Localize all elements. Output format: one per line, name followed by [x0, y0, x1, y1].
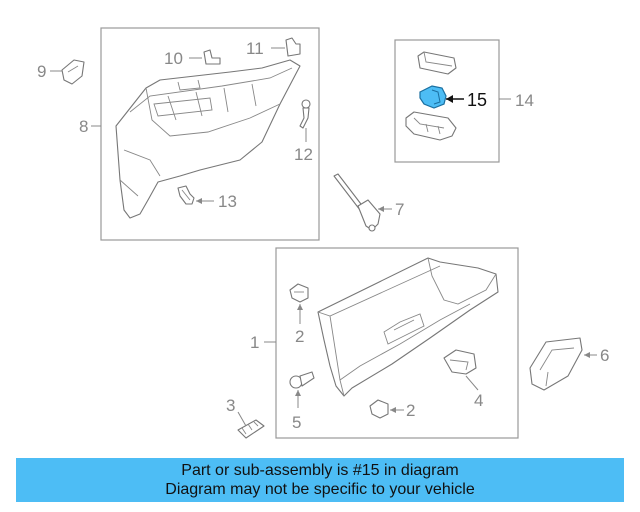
callout-3: 3 — [226, 396, 235, 415]
part-15-highlighted — [419, 85, 447, 109]
parts-diagram: 8 9 10 11 12 13 7 — [37, 27, 609, 439]
group-box-8 — [100, 27, 320, 241]
callout-10: 10 — [164, 49, 183, 68]
callout-11: 11 — [246, 39, 264, 58]
callout-7: 7 — [395, 200, 404, 219]
callout-8: 8 — [79, 117, 88, 136]
part-14-lock-cover — [417, 51, 457, 75]
callout-5: 5 — [292, 413, 301, 432]
callout-13: 13 — [218, 192, 237, 211]
part-12-hinge-pin — [299, 99, 311, 129]
part-1-glove-box-bin — [317, 257, 499, 397]
callout-12: 12 — [294, 145, 313, 164]
part-3-bolt — [237, 419, 265, 439]
part-5-bumper — [289, 371, 315, 389]
caption-banner: Part or sub-assembly is #15 in diagram D… — [16, 458, 624, 502]
group-box-1 — [275, 247, 519, 439]
part-7-damper-rod — [333, 173, 381, 232]
part-10-bracket — [203, 49, 221, 65]
group-box-14 — [394, 39, 500, 163]
part-4-latch — [443, 349, 477, 375]
part-2-clip-upper — [289, 283, 309, 303]
callout-1: 1 — [250, 333, 259, 352]
part-13-bolt — [177, 185, 195, 205]
part-9-clip — [61, 59, 85, 85]
callout-9: 9 — [37, 62, 46, 81]
caption-line-2: Diagram may not be specific to your vehi… — [165, 481, 475, 498]
callout-6: 6 — [600, 346, 609, 365]
caption-line-1: Part or sub-assembly is #15 in diagram — [181, 462, 459, 479]
callout-14: 14 — [515, 91, 534, 110]
callout-2b: 2 — [406, 401, 415, 420]
callout-4: 4 — [474, 391, 483, 410]
part-6-trim-pocket — [529, 337, 583, 391]
callout-15: 15 — [467, 90, 487, 110]
part-11-bracket — [285, 37, 301, 57]
part-2-clip-lower — [369, 399, 389, 419]
part-14-lock-striker — [405, 111, 457, 141]
part-8-glove-box-frame — [115, 59, 301, 219]
callout-2a: 2 — [295, 327, 304, 346]
